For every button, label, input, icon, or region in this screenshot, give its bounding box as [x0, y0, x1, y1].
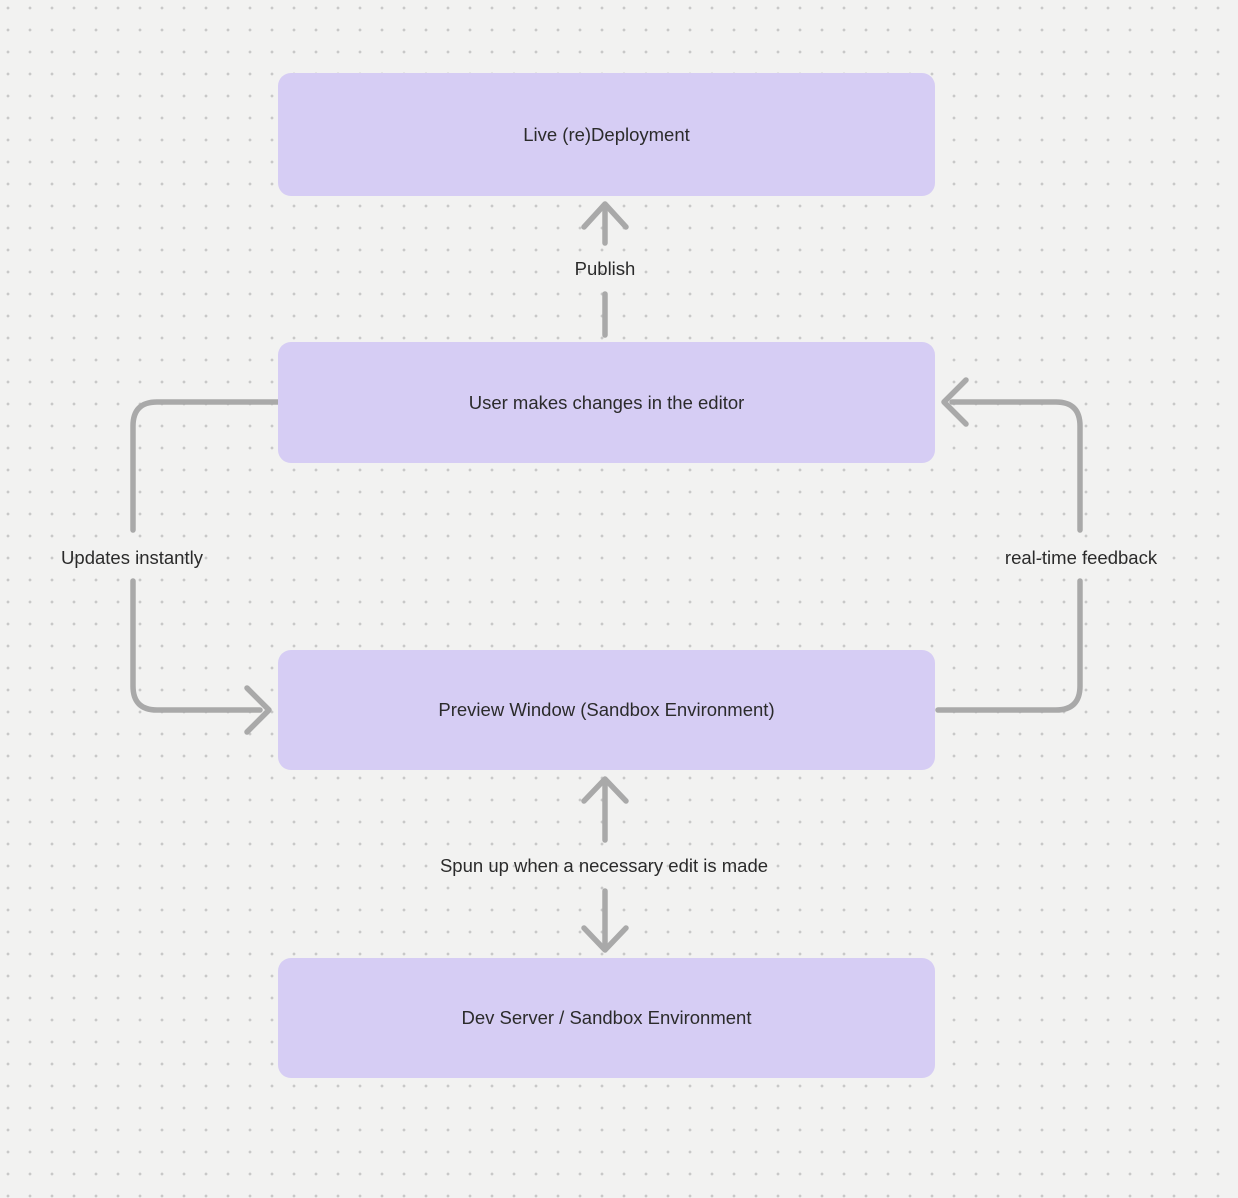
- arrowhead-up-icon: [581, 201, 629, 230]
- node-live-redeployment: Live (re)Deployment: [278, 73, 935, 196]
- edge-label-realtime-feedback: real-time feedback: [1004, 547, 1158, 568]
- arrowhead-left-icon: [941, 377, 969, 427]
- node-user-edits: User makes changes in the editor: [278, 342, 935, 463]
- node-dev-server: Dev Server / Sandbox Environment: [278, 958, 935, 1078]
- node-label: User makes changes in the editor: [468, 391, 745, 413]
- node-label: Live (re)Deployment: [523, 123, 690, 145]
- node-preview-window: Preview Window (Sandbox Environment): [278, 650, 935, 770]
- node-label: Dev Server / Sandbox Environment: [461, 1007, 752, 1029]
- realtime-feedback-arrow: [935, 377, 1083, 713]
- edge-label-publish: Publish: [574, 258, 636, 279]
- arrowhead-up-icon: [581, 776, 629, 804]
- arrowhead-right-icon: [244, 685, 272, 735]
- arrowhead-down-icon: [581, 925, 629, 953]
- edge-label-spun-up: Spun up when a necessary edit is made: [439, 855, 769, 876]
- edge-label-updates-instantly: Updates instantly: [61, 547, 203, 568]
- node-label: Preview Window (Sandbox Environment): [438, 699, 775, 721]
